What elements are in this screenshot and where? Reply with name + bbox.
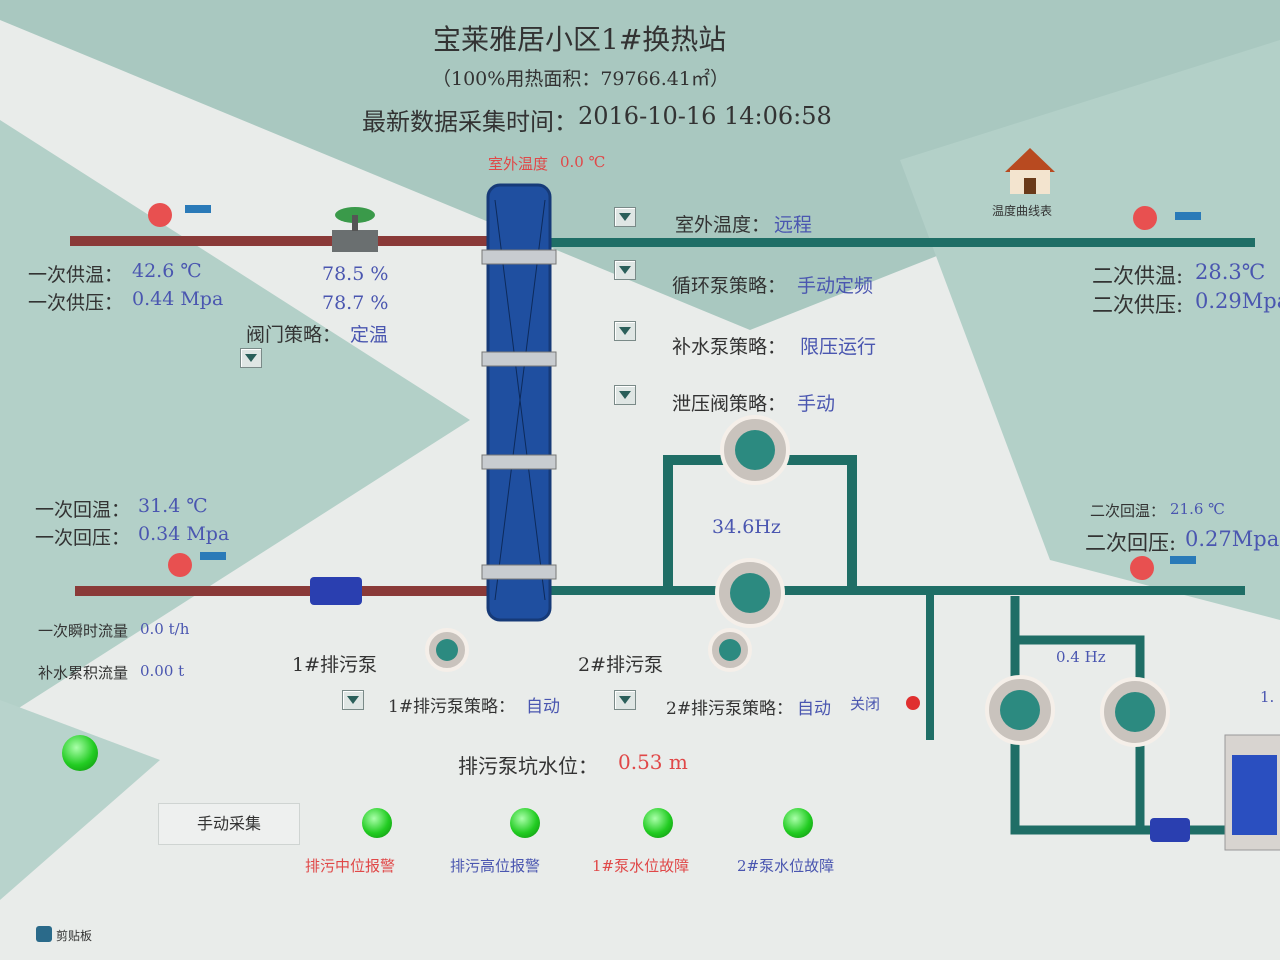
- secondary-supply-press-label: 二次供压:: [1092, 293, 1184, 317]
- strategy-value-relief: 手动: [797, 393, 836, 415]
- manual-collect-button[interactable]: 手动采集: [158, 803, 300, 845]
- secondary-supply-temp: 28.3℃: [1195, 260, 1266, 284]
- background-shade-top: [0, 0, 1280, 330]
- clipboard-icon[interactable]: [36, 926, 52, 942]
- valve-opening-2: 78.7 %: [322, 292, 389, 314]
- alarm-led-sewage-mid: [362, 808, 392, 838]
- outdoor-temp-label: 室外温度: [488, 155, 549, 173]
- valve-strategy-dropdown[interactable]: [240, 348, 262, 368]
- secondary-return-press: 0.27Mpa: [1185, 527, 1280, 551]
- relief-valve-icon: [906, 696, 920, 710]
- heating-area: （100%用热面积：79766.41㎡）: [432, 68, 729, 90]
- outdoor-temp-value: 0.0 ℃: [560, 153, 606, 171]
- secondary-return-press-label: 二次回压:: [1085, 531, 1177, 555]
- secondary-supply-temp-label: 二次供温:: [1092, 264, 1184, 288]
- makeup-pump-strategy-dropdown[interactable]: [614, 321, 636, 341]
- makeup-total-label: 补水累积流量: [38, 664, 129, 682]
- collection-time-label: 最新数据采集时间：: [362, 108, 578, 136]
- station-title: 宝莱雅居小区1#换热站: [433, 23, 727, 56]
- alarm-led-pump1-level: [643, 808, 673, 838]
- valve-opening-1: 78.5 %: [322, 263, 389, 285]
- primary-supply-pipe: [70, 236, 490, 246]
- sewage-pump-2-state: 关闭: [850, 695, 881, 713]
- temperature-curve-link[interactable]: 温度曲线表: [992, 204, 1053, 218]
- tank-value: 1.: [1260, 688, 1275, 706]
- house-curve-icon: [1005, 148, 1055, 194]
- strategy-value-circulation: 手动定频: [797, 275, 874, 297]
- secondary-return-pipe: [550, 586, 1245, 595]
- relief-valve-strategy-dropdown[interactable]: [614, 385, 636, 405]
- secondary-return-temp: 21.6 ℃: [1170, 500, 1225, 518]
- alarm-led-sewage-high: [510, 808, 540, 838]
- sewage-pump-2-strategy: 自动: [797, 699, 831, 719]
- background-shade-left: [0, 120, 470, 720]
- makeup-pump-frequency: 0.4 Hz: [1056, 648, 1106, 666]
- sewage-pump-1-strategy-label: 1#排污泵策略：: [388, 697, 516, 717]
- primary-return-press-label: 一次回压：: [35, 527, 131, 549]
- sewage-pump-2-label: 2#排污泵: [578, 654, 664, 676]
- strategy-label-circulation: 循环泵策略：: [672, 275, 787, 297]
- alarm-led-pump2-level: [783, 808, 813, 838]
- strategy-value-makeup: 限压运行: [800, 336, 877, 358]
- makeup-flow-meter-icon: [1150, 818, 1190, 842]
- pit-level-label: 排污泵坑水位：: [458, 754, 598, 778]
- secondary-supply-press: 0.29Mpa: [1195, 289, 1280, 313]
- makeup-total: 0.00 t: [140, 662, 185, 680]
- control-valve-icon: [332, 207, 378, 252]
- alarm-label-pump1-level: 1#泵水位故障: [592, 857, 690, 875]
- alarm-label-sewage-mid: 排污中位报警: [305, 857, 396, 875]
- heat-exchanger: [486, 183, 552, 622]
- primary-flow-label: 一次瞬时流量: [38, 622, 129, 640]
- alarm-label-pump2-level: 2#泵水位故障: [737, 857, 835, 875]
- status-indicator: [62, 735, 98, 771]
- circulation-pump-strategy-dropdown[interactable]: [614, 260, 636, 280]
- primary-return-temp: 31.4 ℃: [138, 495, 208, 517]
- alarm-label-sewage-high: 排污高位报警: [450, 857, 541, 875]
- pit-level: 0.53 m: [618, 750, 688, 774]
- collection-time: 2016-10-16 14:06:58: [578, 102, 832, 130]
- primary-return-pipe: [75, 586, 490, 596]
- primary-flow: 0.0 t/h: [140, 620, 190, 638]
- sewage-pump-2-strategy-dropdown[interactable]: [614, 690, 636, 710]
- valve-strategy: 定温: [350, 324, 389, 346]
- primary-supply-press-label: 一次供压：: [28, 292, 124, 314]
- circulation-pump-frequency: 34.6Hz: [712, 516, 781, 538]
- sewage-pump-1-label: 1#排污泵: [292, 654, 378, 676]
- strategy-label-outdoor: 室外温度：: [675, 214, 771, 236]
- background-shade-right: [900, 40, 1280, 620]
- outdoor-temp-mode-dropdown[interactable]: [614, 207, 636, 227]
- primary-supply-temp: 42.6 ℃: [132, 260, 202, 282]
- sewage-pump-1-strategy-dropdown[interactable]: [342, 690, 364, 710]
- primary-supply-temp-label: 一次供温：: [28, 264, 124, 286]
- clipboard-label[interactable]: 剪贴板: [56, 929, 93, 943]
- secondary-supply-pipe: [550, 238, 1255, 247]
- strategy-label-makeup: 补水泵策略：: [672, 336, 787, 358]
- background-shade-bottom: [0, 700, 160, 900]
- strategy-label-relief: 泄压阀策略：: [672, 393, 787, 415]
- strategy-value-outdoor: 远程: [774, 214, 813, 236]
- primary-return-temp-label: 一次回温：: [35, 499, 131, 521]
- sewage-pump-2-strategy-label: 2#排污泵策略：: [666, 699, 794, 719]
- flow-meter-icon: [310, 577, 362, 605]
- primary-return-press: 0.34 Mpa: [138, 523, 230, 545]
- sewage-pump-1-strategy: 自动: [526, 697, 560, 717]
- primary-supply-press: 0.44 Mpa: [132, 288, 224, 310]
- valve-strategy-label: 阀门策略：: [246, 324, 342, 346]
- secondary-return-temp-label: 二次回温：: [1090, 502, 1166, 520]
